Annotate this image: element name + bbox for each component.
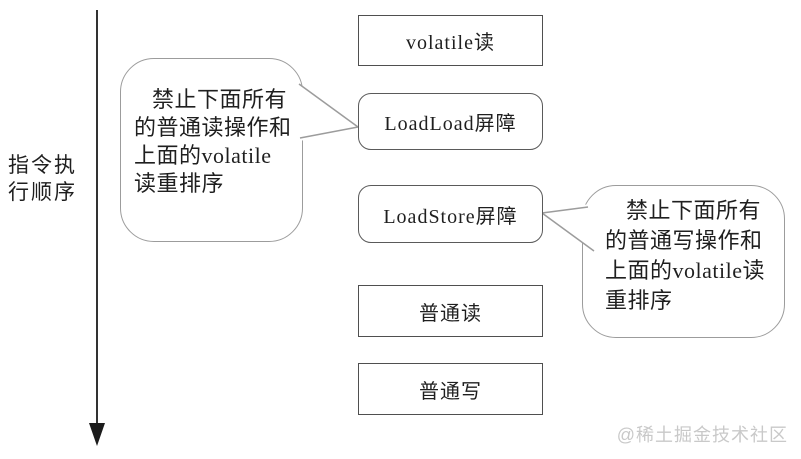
execution-order-arrow xyxy=(89,10,105,446)
watermark: @稀土掘金技术社区 xyxy=(616,425,788,445)
box-normal-read: 普通读 xyxy=(358,285,543,337)
box-loadload-barrier: LoadLoad屏障 xyxy=(358,93,543,150)
callout-loadload-bubble xyxy=(120,58,303,242)
callout-loadload-text: 禁止下面所有 的普通读操作和 上面的volatile 读重排序 xyxy=(134,87,292,196)
box-label: 普通读 xyxy=(419,302,482,325)
callout-loadstore-bubble xyxy=(582,185,785,338)
execution-order-label: 指令执 行顺序 xyxy=(8,153,77,204)
box-volatile-read: volatile读 xyxy=(358,15,543,66)
box-label: volatile读 xyxy=(406,32,495,54)
box-loadstore-barrier: LoadStore屏障 xyxy=(358,185,543,243)
down-arrow-icon xyxy=(89,423,105,446)
callout-loadstore-text: 禁止下面所有 的普通写操作和 上面的volatile读 重排序 xyxy=(605,198,765,313)
box-normal-write: 普通写 xyxy=(358,363,543,415)
box-label: 普通写 xyxy=(419,380,482,403)
box-label: LoadStore屏障 xyxy=(383,205,518,228)
box-label: LoadLoad屏障 xyxy=(384,113,517,135)
